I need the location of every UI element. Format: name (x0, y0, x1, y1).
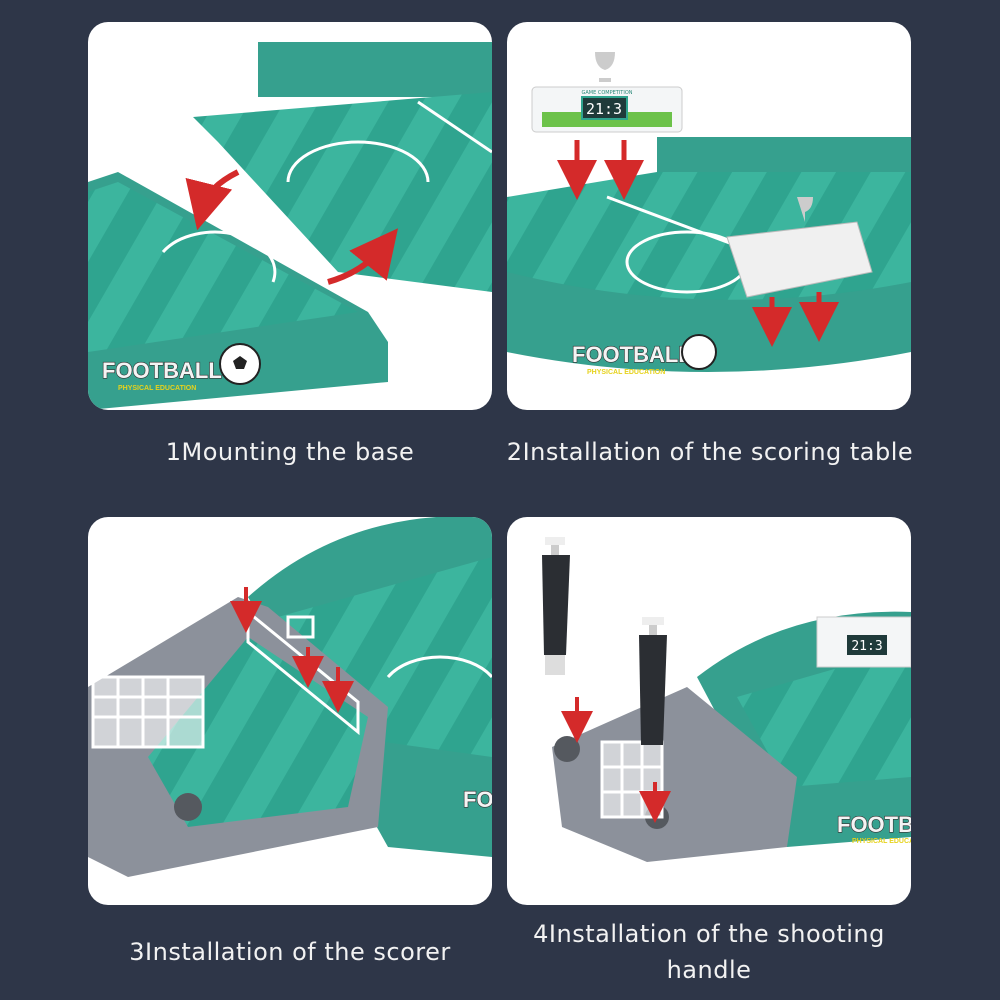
scoreboard-score: 21:3 (851, 639, 882, 654)
logo-subtext: PHYSICAL EDUCATION (118, 385, 196, 392)
base-half-left (88, 172, 388, 410)
handle-icon (639, 617, 667, 745)
scoreboard-score: 21:3 (586, 100, 622, 118)
step-3-image: FOOTBALL (88, 517, 492, 905)
step-4-image: 21:3 FOOTBALL PHYSICAL EDUCATION (507, 517, 911, 905)
base-half-right (193, 42, 492, 292)
football-logo: FOOTBALL PHYSICAL EDUCATION (571, 334, 717, 376)
arrow-curved-left-icon (185, 169, 240, 231)
logo-subtext: PHYSICAL EDUCATION (587, 369, 665, 376)
scoreboard: 21:3 (816, 616, 911, 668)
logo-subtext: PHYSICAL EDUCATION (852, 838, 911, 845)
step-2-caption: 2Installation of the scoring table (506, 438, 914, 466)
step-1-caption: 1Mounting the base (165, 438, 415, 466)
arrow-curved-right-icon (327, 228, 398, 285)
scoreboard: GAME COMPETITION 21:3 (531, 52, 683, 133)
step-3-caption: 3Installation of the scorer (129, 938, 451, 966)
logo-text: FOOTBALL (572, 342, 692, 367)
logo-text: FOOTBALL (102, 358, 222, 383)
trophy-icon (595, 52, 615, 82)
trophy-icon (797, 197, 813, 222)
football-logo: FOOTBALL PHYSICAL EDUCATION (101, 343, 261, 392)
scoreboard-title: GAME COMPETITION (581, 90, 632, 96)
step-1-image: FOOTBALL PHYSICAL EDUCATION (88, 22, 492, 410)
soccer-ball-icon (681, 334, 717, 370)
logo-text: FOOTBALL (837, 812, 911, 837)
step-4-caption: 4Installation of the shooting handle (533, 920, 885, 984)
handle-icon (542, 537, 570, 675)
goal-net-icon (91, 675, 205, 749)
logo-text: FOOTBALL (463, 787, 492, 812)
score-holder (726, 197, 873, 298)
step-2-image: GAME COMPETITION 21:3 FOOTBALL PHYSICAL … (507, 22, 911, 410)
